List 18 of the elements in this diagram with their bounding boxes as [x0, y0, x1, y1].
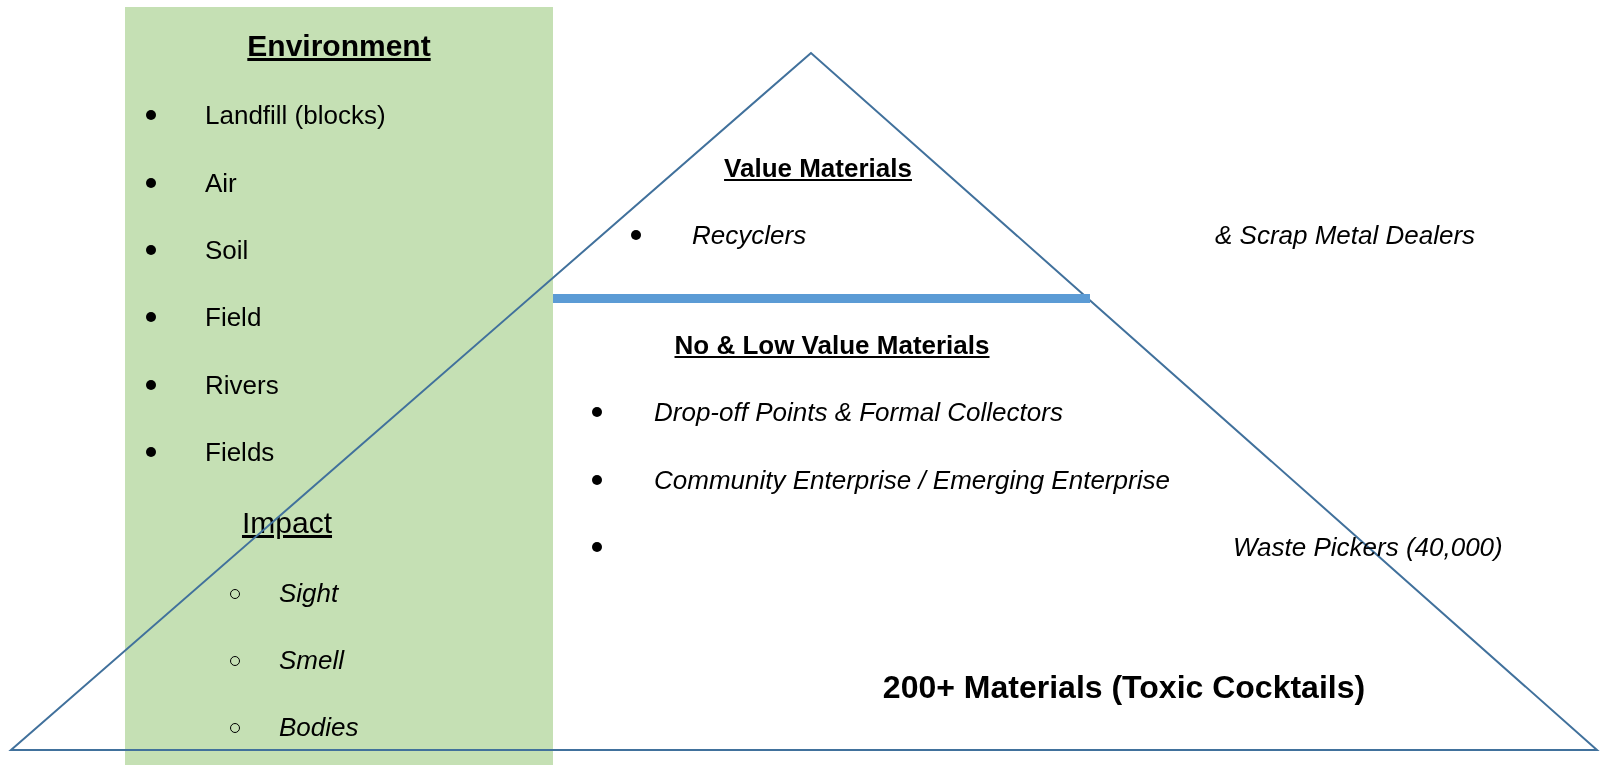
list-item: Community Enterprise / Emerging Enterprise: [654, 467, 1170, 493]
heading: 200+ Materials (Toxic Cocktails): [882, 671, 1366, 703]
list-item: Smell: [279, 647, 344, 673]
list-item: Soil: [205, 237, 249, 263]
list-item: Recyclers: [692, 222, 807, 248]
environment-panel: [125, 7, 553, 765]
list-item: Rivers: [205, 372, 279, 398]
list-item: Bodies: [279, 714, 359, 740]
list-item: Landfill (blocks): [205, 102, 386, 128]
list-item: Drop-off Points & Formal Collectors: [654, 399, 1063, 425]
heading: No & Low Value Materials: [674, 332, 990, 358]
text: & Scrap Metal Dealers: [1215, 222, 1476, 248]
heading: Value Materials: [724, 155, 912, 181]
list-item: Sight: [279, 580, 339, 606]
list-item: Fields: [205, 439, 275, 465]
heading: Environment: [247, 31, 431, 61]
list-item: Air: [205, 170, 237, 196]
list-item: Field: [205, 304, 262, 330]
